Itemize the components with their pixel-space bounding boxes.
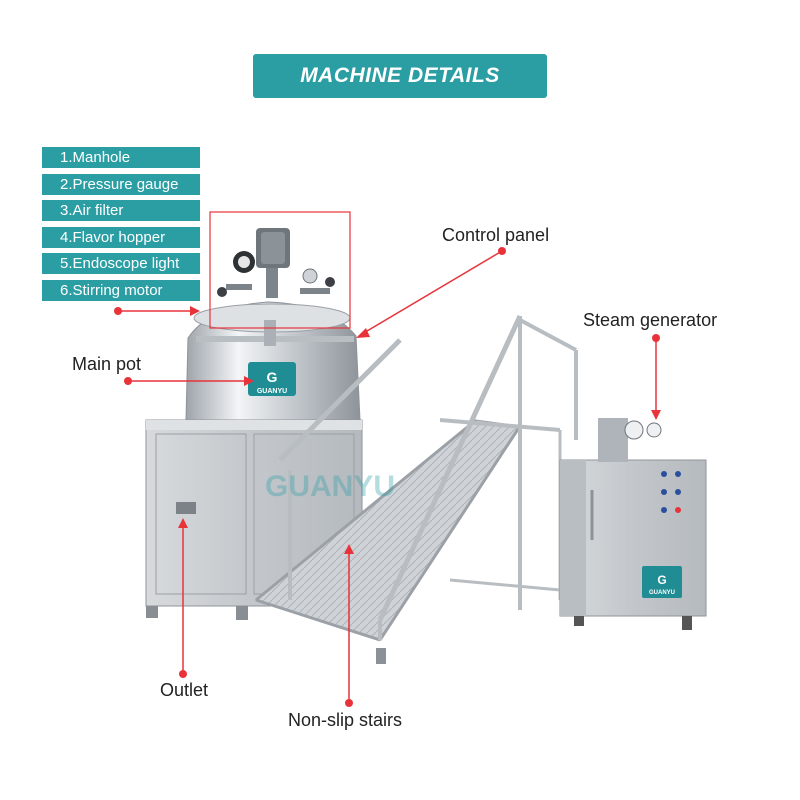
stairs-structure bbox=[254, 314, 578, 664]
outlet-callout-line bbox=[178, 518, 188, 678]
steam-generator: G GUANYU bbox=[559, 418, 707, 630]
svg-text:G: G bbox=[657, 573, 666, 587]
main-pot-vessel bbox=[185, 301, 361, 421]
control-panel-label: Control panel bbox=[442, 225, 550, 245]
control-panel-callout-line bbox=[356, 247, 506, 338]
main-pot-callout-line bbox=[124, 376, 254, 386]
guanyu-logo: G GUANYU bbox=[248, 362, 296, 396]
main-pot-label: Main pot bbox=[72, 354, 142, 374]
callout-lines bbox=[114, 247, 661, 707]
part-item-endoscope-light: 5.Endoscope light bbox=[42, 253, 200, 275]
page-title: MACHINE DETAILS bbox=[253, 54, 547, 98]
steam-generator-label: Steam generator bbox=[583, 310, 718, 330]
lid-highlight-box bbox=[209, 211, 351, 329]
guanyu-watermark: GUANYU bbox=[265, 470, 395, 503]
part-item-air-filter: 3.Air filter bbox=[42, 200, 200, 222]
part-item-flavor-hopper: 4.Flavor hopper bbox=[42, 226, 200, 248]
pot-lid-accessories bbox=[217, 228, 335, 346]
part-item-pressure-gauge: 2.Pressure gauge bbox=[42, 173, 200, 195]
parts-list: 1.Manhole 2.Pressure gauge 3.Air filter … bbox=[42, 147, 200, 307]
outlet-label: Outlet bbox=[160, 680, 209, 700]
svg-text:GUANYU: GUANYU bbox=[649, 590, 675, 596]
stirring-motor-callout-line bbox=[114, 306, 200, 316]
part-item-stirring-motor: 6.Stirring motor bbox=[42, 279, 200, 301]
non-slip-stairs-callout-line bbox=[344, 544, 354, 707]
steam-generator-callout-line bbox=[651, 334, 661, 420]
non-slip-stairs-label: Non-slip stairs bbox=[288, 710, 403, 730]
svg-text:G: G bbox=[267, 369, 278, 385]
part-item-manhole: 1.Manhole bbox=[42, 147, 200, 168]
svg-text:GUANYU: GUANYU bbox=[257, 388, 287, 395]
